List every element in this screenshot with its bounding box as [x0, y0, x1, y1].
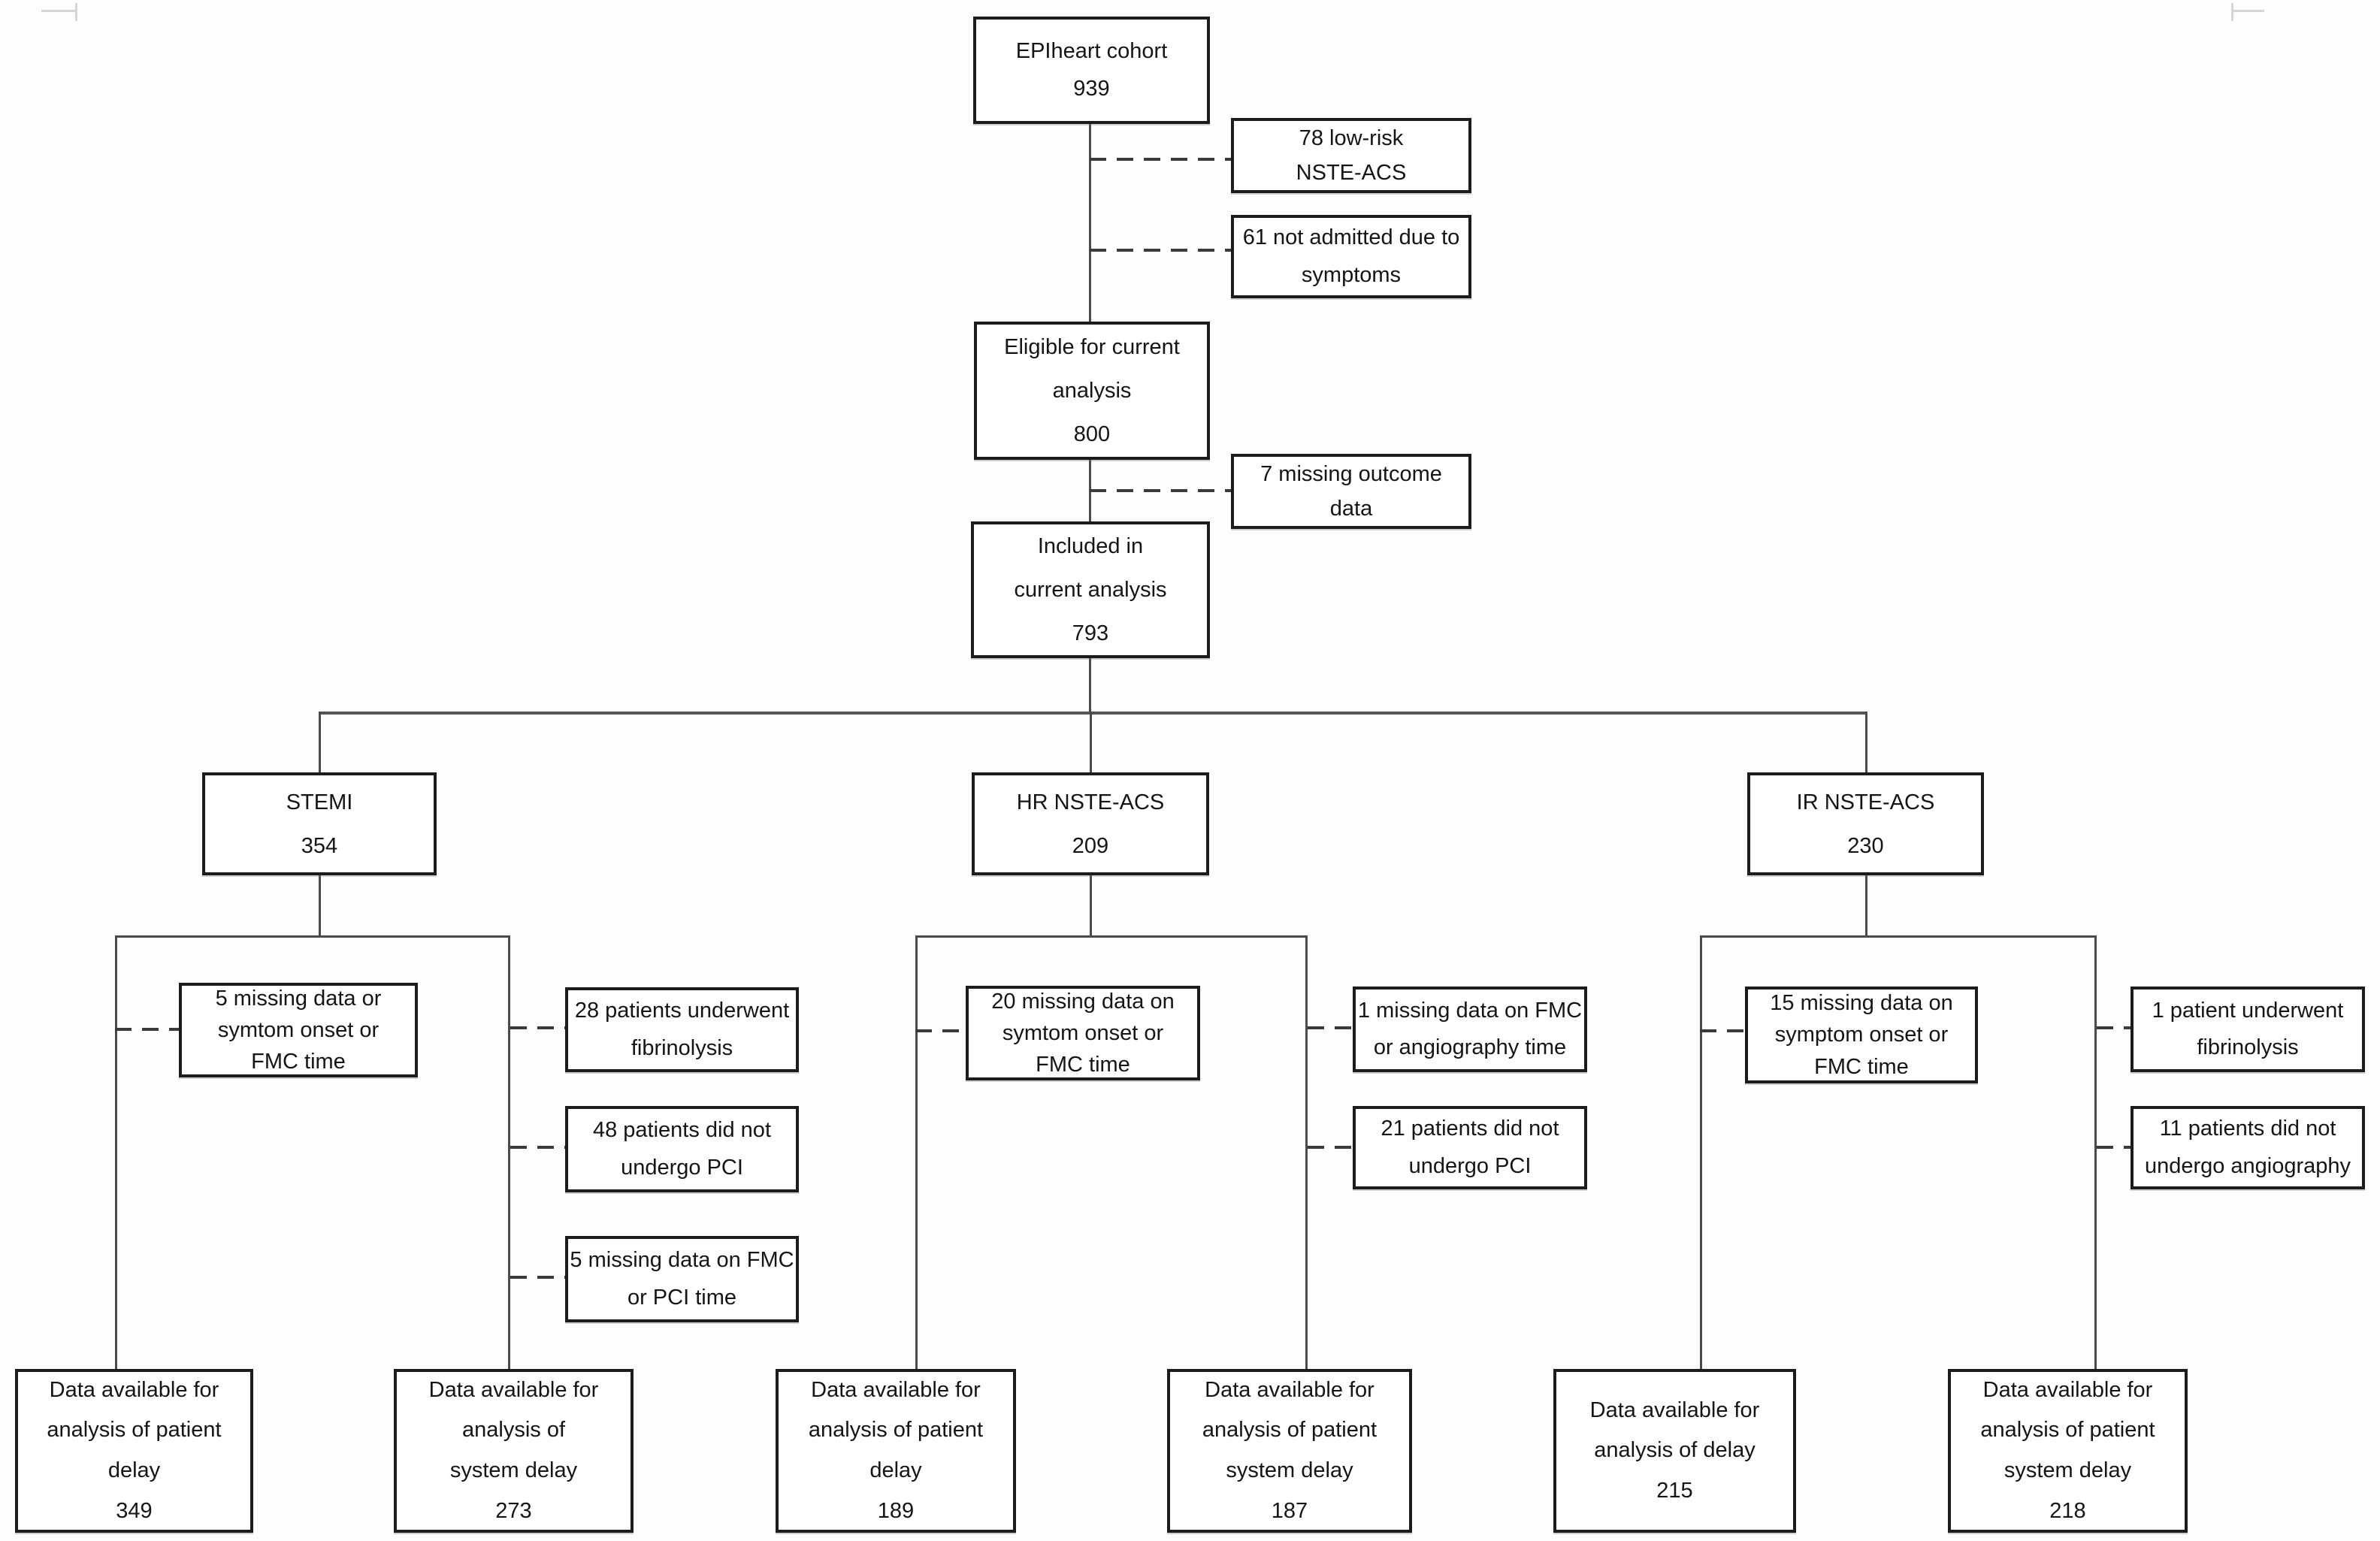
dashed-to-stemi-missing-pci-time [510, 1276, 565, 1279]
connector-stemi-to-subbranch [319, 875, 321, 935]
dashed-to-not-admitted [1090, 249, 1231, 252]
dashed-to-missing-outcome [1090, 489, 1231, 492]
node-ir-fibrinolysis: 1 patient underwent fibrinolysis [2131, 987, 2365, 1072]
drop-hr-system-delay [1305, 935, 1308, 1369]
dashed-to-stemi-missing-fmc [115, 1028, 179, 1031]
node-ir-no-angiography: 11 patients did not undergo angiography [2131, 1106, 2365, 1189]
drop-stemi-system-delay [508, 935, 510, 1369]
node-stemi-missing-fmc: 5 missing data or symtom onset or FMC ti… [179, 983, 418, 1077]
connector-epiheart-to-eligible [1089, 124, 1091, 322]
drop-stemi-patient-delay [115, 935, 117, 1369]
corner-mark-top-right-v [2231, 3, 2233, 21]
corner-mark-top-right-h [2231, 10, 2264, 12]
node-stemi-missing-pci-time: 5 missing data on FMC or PCI time [565, 1236, 799, 1322]
connector-branch-to-hr [1090, 712, 1092, 772]
node-ir-system-delay: Data available for analysis of patient s… [1948, 1369, 2188, 1533]
corner-mark-top-left-v [75, 3, 77, 21]
node-hr-missing-angio-time: 1 missing data on FMC or angiography tim… [1353, 987, 1587, 1072]
subbranch-line-hr [915, 935, 1308, 938]
dashed-to-ir-fibrinolysis [2097, 1026, 2131, 1029]
drop-ir-system-delay [2094, 935, 2097, 1369]
branch-line-main [319, 712, 1866, 715]
dashed-to-ir-missing-fmc [1700, 1029, 1745, 1032]
dashed-to-low-risk [1090, 158, 1231, 161]
subbranch-line-stemi [115, 935, 510, 938]
dashed-to-stemi-no-pci [510, 1146, 565, 1149]
node-not-admitted-excluded: 61 not admitted due to symptoms [1231, 215, 1471, 298]
node-stemi: STEMI 354 [202, 772, 437, 875]
node-ir-delay: Data available for analysis of delay 215 [1553, 1369, 1796, 1533]
subbranch-line-ir [1700, 935, 2097, 938]
node-stemi-fibrinolysis: 28 patients underwent fibrinolysis [565, 987, 799, 1072]
connector-included-to-branch [1089, 658, 1091, 712]
node-included: Included in current analysis 793 [971, 521, 1210, 658]
dashed-to-stemi-fibrinolysis [510, 1026, 565, 1029]
node-stemi-no-pci: 48 patients did not undergo PCI [565, 1106, 799, 1192]
connector-branch-to-stemi [319, 712, 321, 772]
drop-ir-delay [1700, 935, 1702, 1369]
connector-ir-to-subbranch [1865, 875, 1867, 935]
node-stemi-patient-delay: Data available for analysis of patient d… [15, 1369, 253, 1533]
node-hr-missing-fmc: 20 missing data on symtom onset or FMC t… [966, 986, 1200, 1080]
node-stemi-system-delay: Data available for analysis of system de… [394, 1369, 634, 1533]
node-ir-nste-acs: IR NSTE-ACS 230 [1747, 772, 1984, 875]
connector-hr-to-subbranch [1090, 875, 1092, 935]
node-hr-nste-acs: HR NSTE-ACS 209 [972, 772, 1209, 875]
node-missing-outcome: 7 missing outcome data [1231, 454, 1471, 529]
connector-branch-to-ir [1865, 712, 1867, 772]
node-hr-system-delay: Data available for analysis of patient s… [1167, 1369, 1412, 1533]
corner-mark-top-left-h [41, 10, 77, 12]
node-ir-missing-fmc: 15 missing data on symptom onset or FMC … [1745, 987, 1978, 1083]
dashed-to-hr-no-pci [1308, 1146, 1353, 1149]
node-hr-no-pci: 21 patients did not undergo PCI [1353, 1106, 1587, 1189]
node-low-risk-excluded: 78 low-risk NSTE-ACS [1231, 118, 1471, 193]
dashed-to-hr-missing-fmc [915, 1029, 966, 1032]
dashed-to-hr-missing-angio [1308, 1026, 1353, 1029]
dashed-to-ir-no-angiography [2097, 1146, 2131, 1149]
drop-hr-patient-delay [915, 935, 918, 1369]
node-eligible: Eligible for current analysis 800 [974, 322, 1210, 460]
node-hr-patient-delay: Data available for analysis of patient d… [776, 1369, 1016, 1533]
node-epiheart-cohort: EPIheart cohort 939 [973, 17, 1210, 124]
